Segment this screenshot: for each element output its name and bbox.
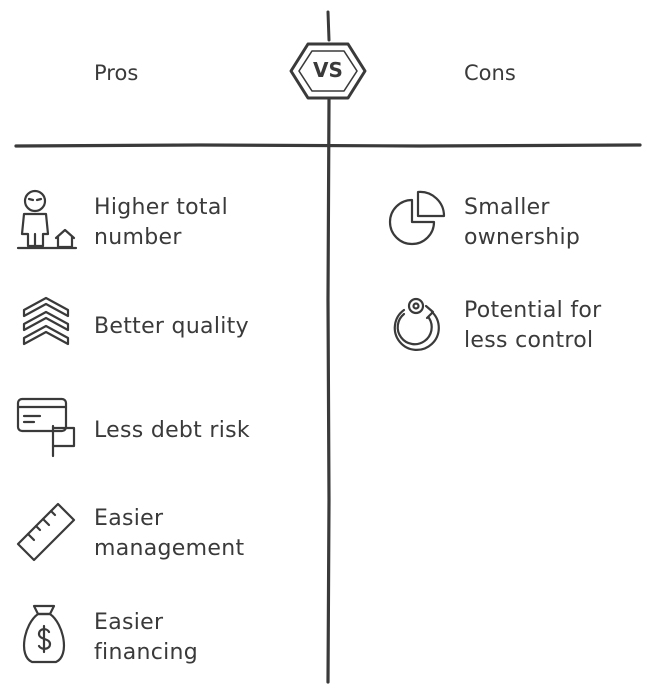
money-bag-icon bbox=[20, 604, 74, 670]
vs-badge: VS bbox=[288, 40, 368, 102]
cons-header: Cons bbox=[464, 61, 516, 85]
pros-header: Pros bbox=[94, 61, 139, 85]
pie-chart-icon bbox=[386, 188, 448, 254]
pros-item-label: Easier management bbox=[94, 506, 245, 561]
person-house-icon bbox=[16, 188, 78, 256]
ruler-icon bbox=[16, 502, 78, 568]
vs-badge-shape bbox=[289, 42, 367, 100]
pros-item-label: Better quality bbox=[94, 314, 249, 339]
credit-card-flag-icon bbox=[16, 396, 80, 464]
cons-item-label: Potential for less control bbox=[464, 298, 602, 353]
pros-item-label: Less debt risk bbox=[94, 418, 250, 443]
vs-label: VS bbox=[313, 58, 343, 82]
pros-item-label: Easier financing bbox=[94, 610, 199, 665]
rotate-control-icon bbox=[386, 296, 448, 362]
cons-item-label: Smaller ownership bbox=[464, 195, 581, 250]
chevrons-up-icon bbox=[22, 296, 72, 358]
pros-item-label: Higher total number bbox=[94, 195, 229, 250]
